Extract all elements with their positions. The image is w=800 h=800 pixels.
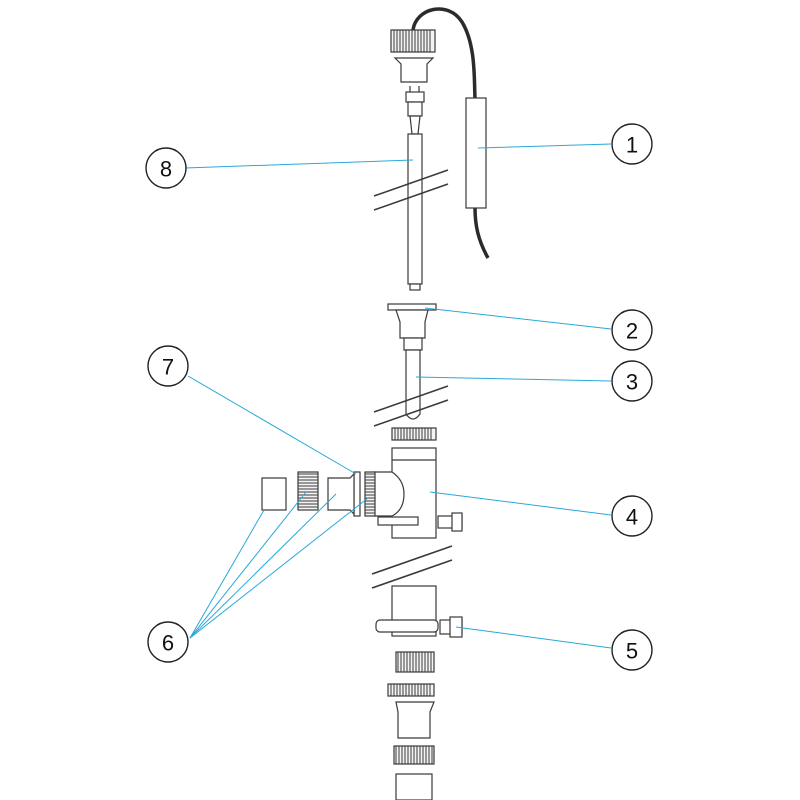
callout-2: 2	[611, 309, 653, 351]
sleeve-ring	[387, 303, 437, 311]
inlet-end-cap	[261, 477, 287, 511]
ballast-unit	[465, 97, 487, 209]
bottom-end-piece	[395, 773, 433, 800]
top-knurled-cap	[390, 29, 436, 53]
callout-3: 3	[611, 360, 653, 402]
housing-top-ring	[391, 427, 437, 441]
housing-clip-tab	[451, 512, 463, 532]
callout-4-label: 4	[626, 505, 638, 530]
housing-bracket	[377, 516, 419, 526]
sleeve-neck	[395, 309, 429, 339]
callout-8: 8	[145, 147, 187, 189]
bottom-knurled-nut	[393, 745, 435, 765]
quartz-sleeve	[405, 349, 421, 420]
lower-knurled-nut	[395, 651, 435, 673]
break-mark-housing	[371, 545, 453, 589]
callout-6-label: 6	[162, 631, 174, 656]
inlet-oring	[353, 471, 361, 517]
housing-inlet-elbow	[373, 471, 405, 517]
lower-reducer	[395, 701, 435, 739]
inlet-knurled-nut	[297, 471, 319, 511]
break-mark-lamp	[373, 169, 449, 211]
sleeve-collar	[403, 337, 423, 351]
uv-lamp	[405, 86, 425, 291]
callout-7: 7	[147, 345, 189, 387]
power-cable-lower	[473, 207, 490, 259]
break-mark-sleeve	[373, 385, 449, 427]
lower-threaded-ring	[387, 683, 435, 697]
callout-4: 4	[611, 495, 653, 537]
callout-6: 6	[147, 621, 189, 663]
callout-5: 5	[611, 629, 653, 671]
callout-5-label: 5	[626, 639, 638, 664]
callout-1: 1	[611, 123, 653, 165]
inlet-threaded-ring	[364, 471, 376, 517]
callout-8-label: 8	[160, 157, 172, 182]
callout-3-label: 3	[626, 370, 638, 395]
callout-7-label: 7	[162, 355, 174, 380]
lower-bracket	[375, 619, 439, 633]
leader-lines	[184, 143, 612, 649]
callout-1-label: 1	[626, 133, 638, 158]
cap-flange	[393, 57, 435, 83]
inlet-adapter	[327, 472, 355, 516]
power-cable	[411, 7, 477, 99]
callout-2-label: 2	[626, 319, 638, 344]
